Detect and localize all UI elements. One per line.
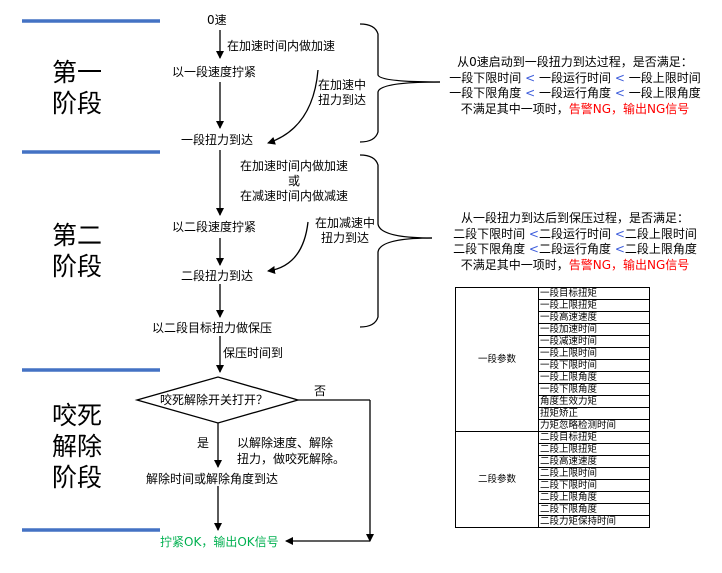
accel2-label: 在加速时间内做加速或在减速时间内做减速 — [240, 159, 349, 203]
param-item: 一段目标扭矩 — [538, 287, 650, 300]
stage1-note-line4: 不满足其中一项时，告警NG，输出NG信号 — [460, 101, 690, 116]
stage2-note-line4: 不满足其中一项时，告警NG，输出NG信号 — [460, 257, 690, 272]
stage-bars — [22, 19, 160, 532]
stage2-conditions: 从一段扭力到达后到保压过程，是否满足： 二段下限时间 <二段运行时间 <二段上限… — [430, 211, 720, 273]
param-item: 一段下限角度 — [538, 383, 650, 396]
release-done-node: 解除时间或解除角度到达 — [146, 472, 279, 486]
accel1-label: 在加速时间内做加速 — [227, 39, 336, 53]
stage1-note-line3: 一段下限角度 < 一段运行角度 < 一段上限角度 — [449, 86, 701, 100]
stage2-note-line3: 二段下限角度 <二段运行角度 <二段上限角度 — [453, 242, 697, 256]
param-item: 一段上限扭矩 — [538, 299, 650, 312]
param-row: 一段参数一段目标扭矩 — [455, 287, 650, 432]
hold-time-label: 保压时间到 — [223, 346, 284, 360]
param-item: 二段上限扭矩 — [538, 443, 650, 456]
stage2-note-line1: 从一段扭力到达后到保压过程，是否满足： — [460, 211, 689, 225]
param-item: 一段上限角度 — [538, 371, 650, 384]
param-item: 二段目标扭矩 — [538, 431, 650, 444]
tighten2-node: 以二段速度拧紧 — [172, 220, 257, 234]
param-item: 角度生效力矩 — [538, 395, 650, 408]
stage-label-3: 咬死解除阶段 — [51, 401, 102, 492]
param-item: 一段下限时间 — [538, 359, 650, 372]
param-group-group2: 二段参数 — [455, 431, 539, 528]
stage-label-1: 第一阶段 — [51, 58, 102, 118]
param-item: 一段高速速度 — [538, 311, 650, 324]
param-item: 二段下限角度 — [538, 503, 650, 516]
param-row: 二段力矩保持时间 — [456, 515, 650, 528]
param-table: 一段参数一段目标扭矩一段上限扭矩一段高速速度一段加速时间一段减速时间一段上限时间… — [455, 287, 650, 528]
param-item: 二段高速速度 — [538, 455, 650, 468]
side1-label: 在加速中扭力到达 — [318, 78, 367, 107]
stage1-conditions: 从0速启动到一段扭力到达过程，是否满足： 一段下限时间 < 一段运行时间 < 一… — [430, 55, 720, 117]
reach1-node: 一段扭力到达 — [181, 133, 254, 147]
param-item: 扭矩矫正 — [538, 407, 650, 420]
ok-node: 拧紧OK，输出OK信号 — [160, 535, 279, 549]
start-node: 0速 — [207, 13, 227, 27]
param-item: 一段上限时间 — [538, 347, 650, 360]
reach2-node: 二段扭力到达 — [181, 269, 254, 283]
stage1-note-line2: 一段下限时间 < 一段运行时间 < 一段上限时间 — [449, 70, 701, 85]
param-item: 力矩忽略检测时间 — [538, 419, 650, 432]
stage2-note-line2: 二段下限时间 <二段运行时间 <二段上限时间 — [453, 226, 697, 241]
hold-node: 以二段目标扭力做保压 — [152, 321, 273, 335]
param-item: 二段力矩保持时间 — [538, 515, 650, 528]
release-note: 以解除速度、解除扭力，做咬死解除。 — [237, 436, 346, 466]
param-item: 一段加速时间 — [538, 323, 650, 336]
param-item: 二段上限时间 — [538, 467, 650, 480]
stage1-note-line1: 从0速启动到一段扭力到达过程，是否满足： — [457, 55, 693, 69]
side2-label: 在加减速中扭力到达 — [315, 216, 376, 245]
yes-label: 是 — [197, 436, 210, 450]
stage-label-2: 第二阶段 — [51, 221, 102, 281]
param-item: 二段下限时间 — [538, 479, 650, 492]
param-row: 二段参数二段目标扭矩 — [455, 431, 650, 528]
param-item: 二段上限角度 — [538, 491, 650, 504]
decision-node: 咬死解除开关打开？ — [160, 393, 269, 407]
tighten1-node: 以一段速度拧紧 — [172, 65, 257, 79]
no-label: 否 — [314, 384, 327, 398]
param-item: 一段减速时间 — [538, 335, 650, 348]
param-group-group1: 一段参数 — [455, 287, 539, 432]
